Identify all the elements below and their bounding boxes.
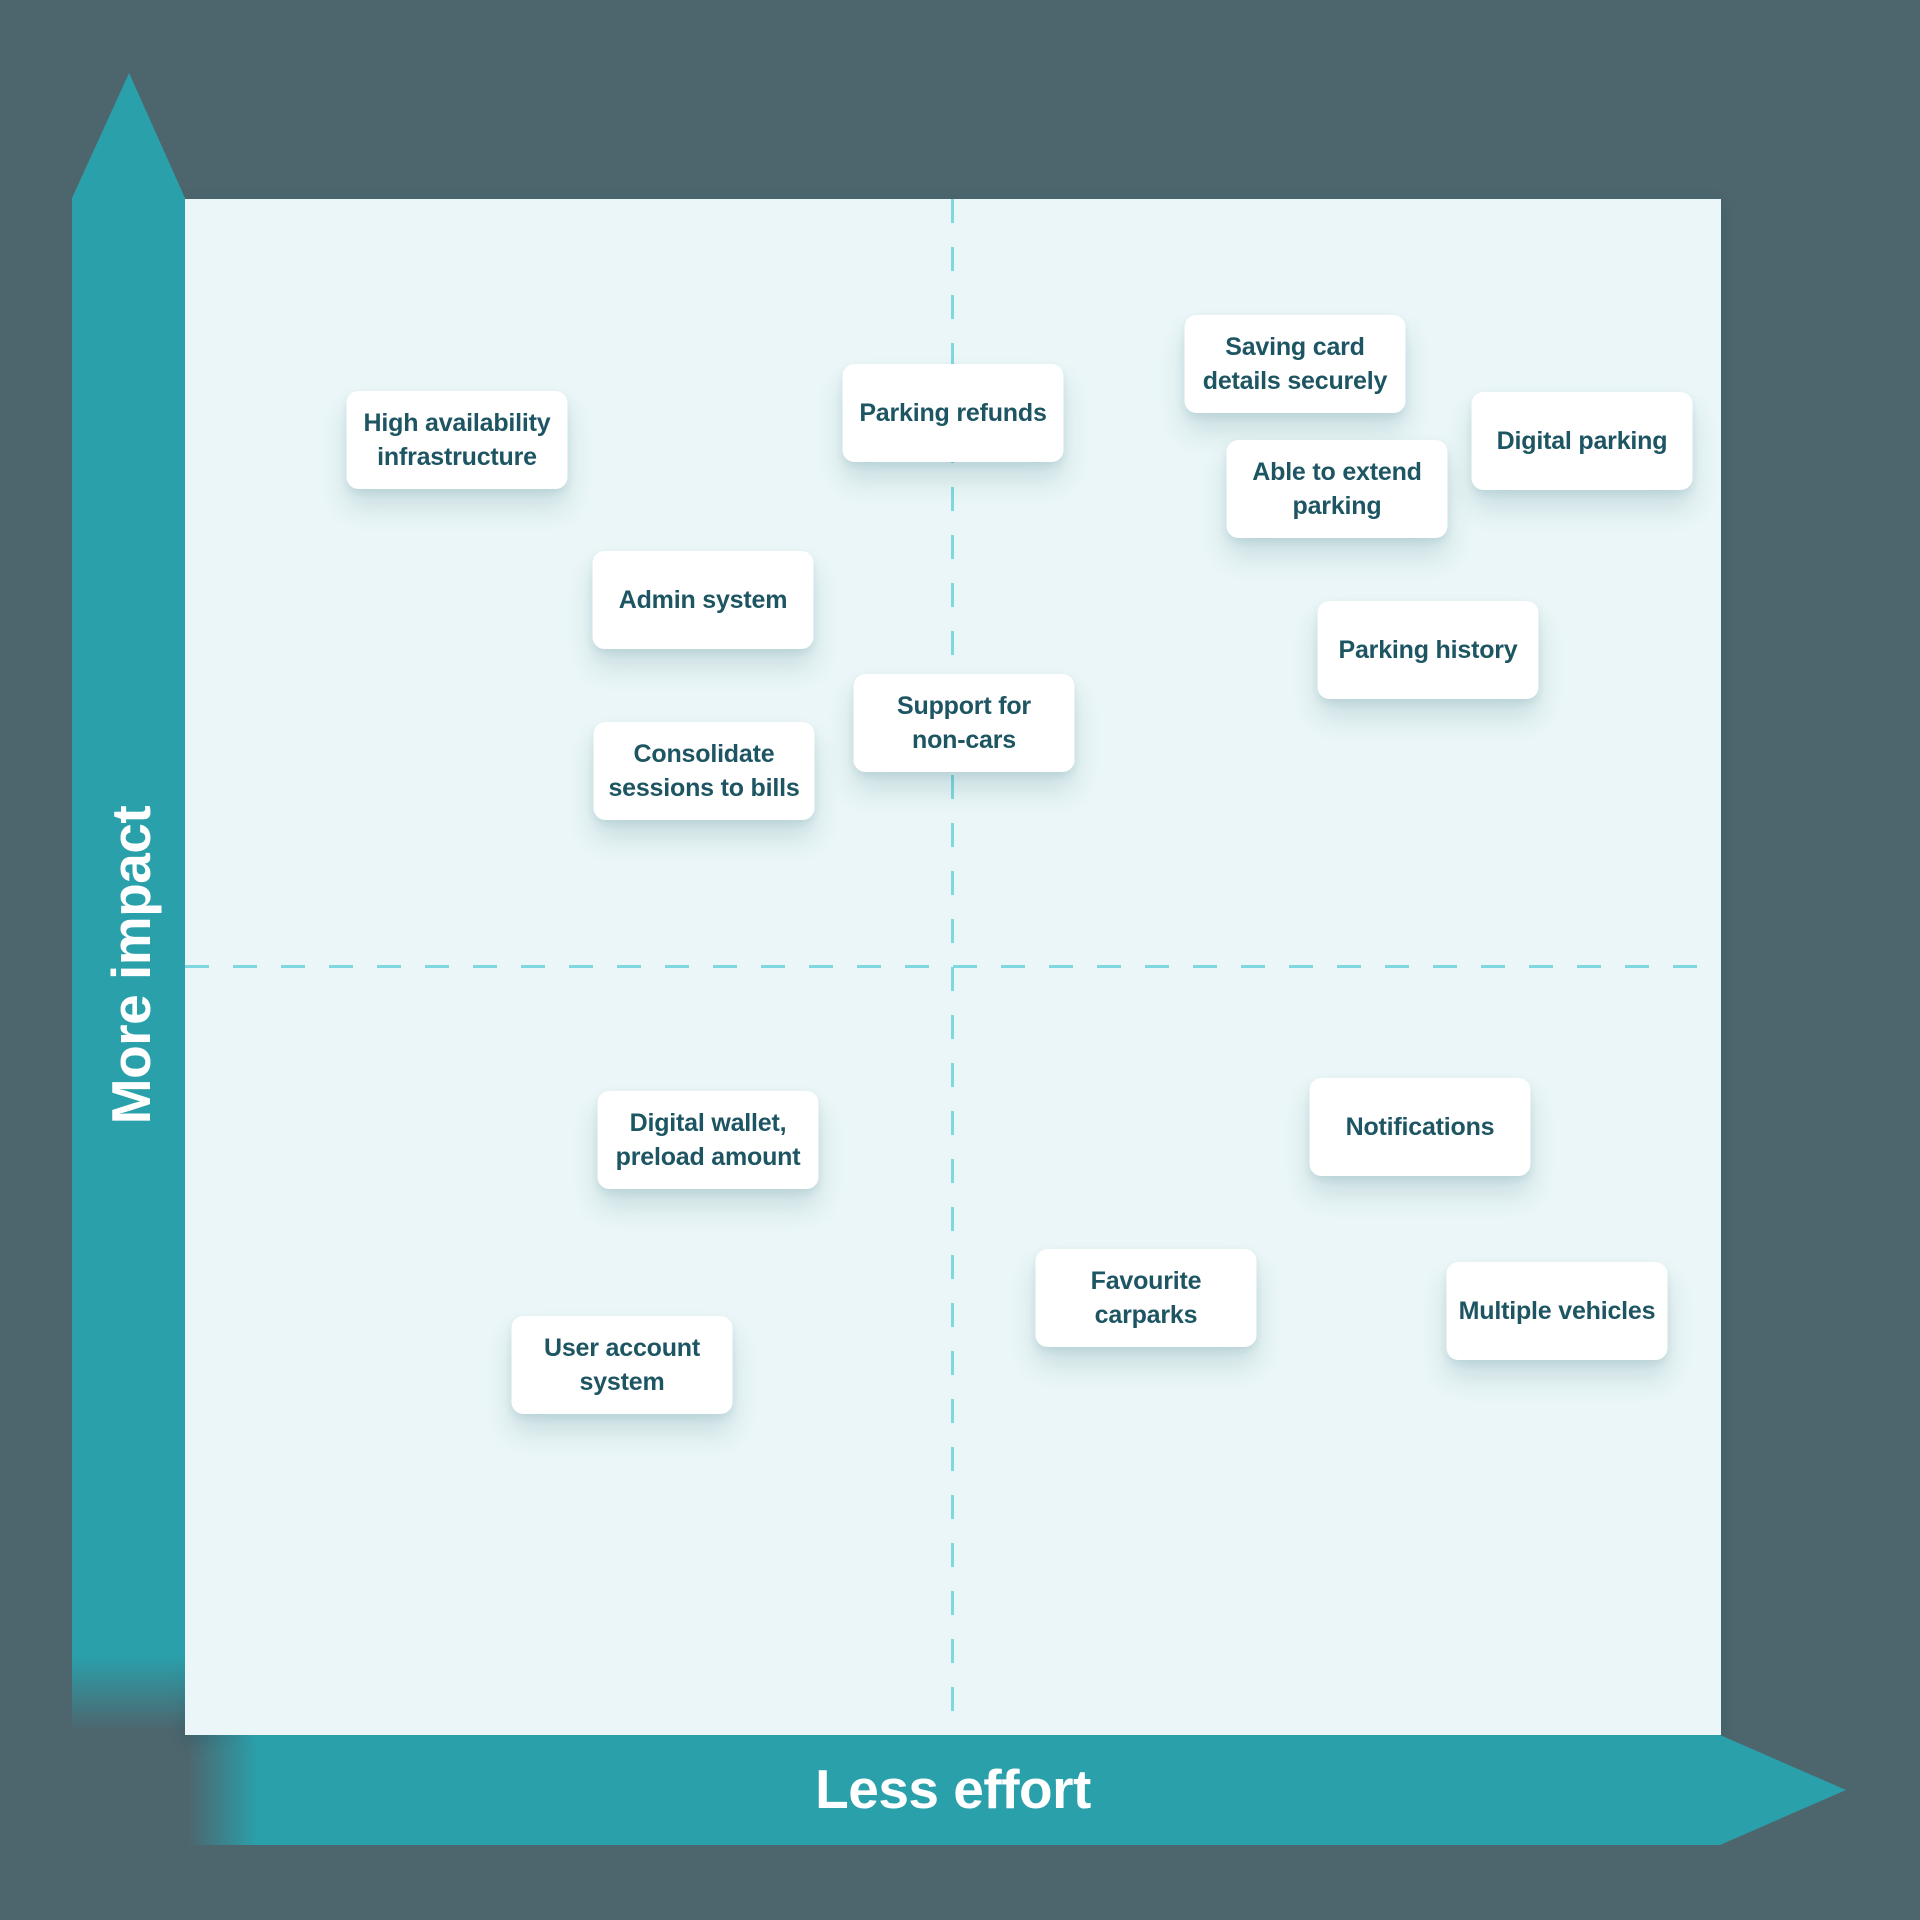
card-parking-refunds[interactable]: Parking refunds xyxy=(842,364,1064,462)
card-saving-card-details-securely[interactable]: Saving card details securely xyxy=(1184,315,1406,413)
card-high-availability-infrastructure[interactable]: High availability infrastructure xyxy=(346,391,568,489)
y-axis-arrow xyxy=(72,73,185,1730)
card-digital-wallet-preload-amount[interactable]: Digital wallet, preload amount xyxy=(597,1091,819,1189)
card-able-to-extend-parking[interactable]: Able to extend parking xyxy=(1226,440,1448,538)
card-digital-parking[interactable]: Digital parking xyxy=(1471,392,1693,490)
card-favourite-carparks[interactable]: Favourite carparks xyxy=(1035,1249,1257,1347)
x-axis-label: Less effort xyxy=(815,1758,1091,1820)
card-parking-history[interactable]: Parking history xyxy=(1317,601,1539,699)
card-multiple-vehicles[interactable]: Multiple vehicles xyxy=(1446,1262,1668,1360)
card-notifications[interactable]: Notifications xyxy=(1309,1078,1531,1176)
card-consolidate-sessions-to-bills[interactable]: Consolidate sessions to bills xyxy=(593,722,815,820)
card-user-account-system[interactable]: User account system xyxy=(511,1316,733,1414)
y-axis-label: More impact xyxy=(100,805,162,1125)
card-support-for-non-cars[interactable]: Support for non-cars xyxy=(853,674,1075,772)
card-admin-system[interactable]: Admin system xyxy=(592,551,814,649)
horizontal-quadrant-divider xyxy=(185,965,1721,968)
x-axis-arrow xyxy=(188,1735,1846,1845)
